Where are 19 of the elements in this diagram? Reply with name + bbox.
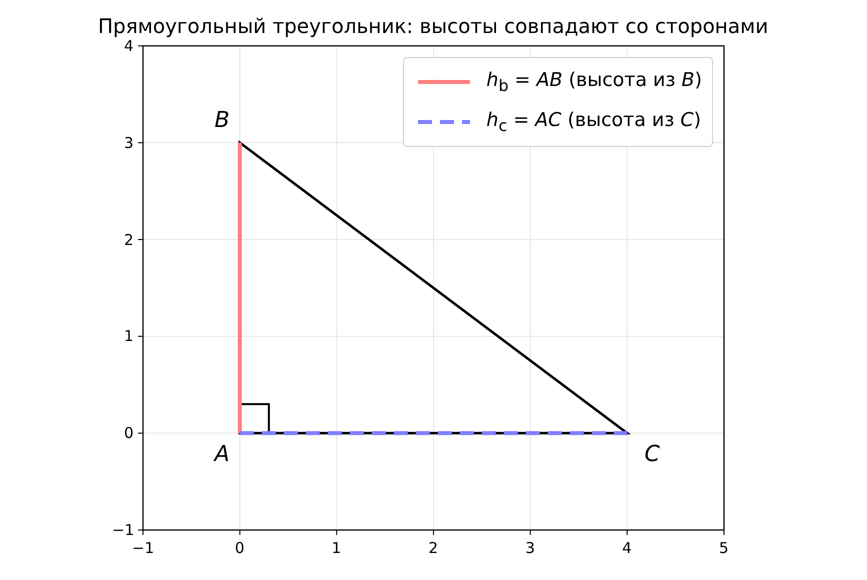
vertex-label: C bbox=[644, 442, 660, 466]
tick-label: 3 bbox=[525, 539, 535, 557]
vertex-label: A bbox=[214, 442, 230, 466]
tick-label: 1 bbox=[332, 539, 342, 557]
tick-label: 1 bbox=[124, 327, 134, 346]
tick-label: 0 bbox=[234, 539, 244, 557]
chart-title: Прямоугольный треугольник: высоты совпадают со сторонами bbox=[98, 14, 768, 38]
tick-label: 3 bbox=[124, 134, 134, 152]
tick-label: −1 bbox=[112, 521, 134, 539]
tick-label: 2 bbox=[124, 230, 134, 248]
legend-text: h$_{b}$ = AB (высота из B) bbox=[486, 69, 702, 95]
legend-text: h$_{c}$ = AC (высота из C) bbox=[486, 109, 702, 135]
tick-label: 4 bbox=[124, 36, 134, 55]
tick-label: 4 bbox=[622, 539, 632, 557]
tick-label: −1 bbox=[132, 539, 154, 557]
tick-label: 2 bbox=[428, 539, 438, 557]
tick-label: 5 bbox=[718, 539, 729, 557]
tick-label: 0 bbox=[124, 424, 134, 442]
vertex-label: B bbox=[214, 108, 230, 132]
